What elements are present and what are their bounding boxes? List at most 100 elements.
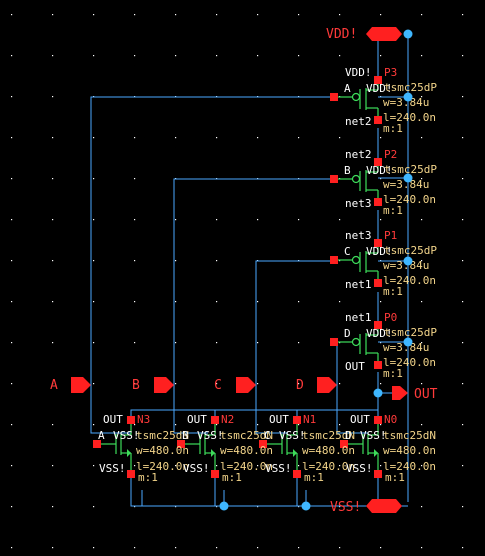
pmos-length-label: l=240.0n [383,356,436,369]
pins: VDD! VSS! A B C D OUT [50,27,438,515]
grid-dot [216,14,218,16]
grid-dot [175,260,177,262]
wire-gate-b-n [173,387,208,434]
pmos-instance-name: P2 [384,148,397,161]
grid-dot [462,55,464,57]
grid-dot [52,424,54,426]
grid-dot [339,506,341,508]
pmos-gate-terminal [330,256,338,264]
pmos-bulk-label: VDD! [366,245,393,258]
grid-dot [298,506,300,508]
grid-dot [421,547,423,549]
pmos-gate-label: D [344,327,351,340]
grid-dot [421,506,423,508]
grid-dot [134,219,136,221]
pin-input-c[interactable] [236,377,256,393]
grid-dot [52,506,54,508]
grid-dot [52,383,54,385]
nmos-n1 [259,416,301,478]
grid-dot [134,14,136,16]
grid-dot [257,424,259,426]
grid-dot [52,342,54,344]
pin-vss[interactable] [366,499,402,513]
nmos-width-label: w=480.0n [136,444,189,457]
pmos-multiplier-label: m:1 [383,122,403,135]
pmos-source-net-label: net1 [345,278,372,291]
pin-output[interactable] [392,386,408,400]
grid-dot [175,55,177,57]
pmos-width-label: w=3.84u [383,341,429,354]
grid-dot [421,178,423,180]
grid-dot [257,342,259,344]
pmos-width-label: w=3.84u [383,96,429,109]
nmos-multiplier-label: m:1 [304,471,324,484]
wire-gate-a-n [90,387,131,434]
grid-dot [134,178,136,180]
pin-input-a[interactable] [71,377,91,393]
pmos-drain-net-label: net3 [345,229,372,242]
grid-dot [134,137,136,139]
grid-dot [257,219,259,221]
junction-dot [403,256,413,266]
grid-dot [462,260,464,262]
pin-input-d[interactable] [317,377,337,393]
grid-dot [93,260,95,262]
pmos-p0 [330,321,382,369]
grid-dot [298,465,300,467]
grid-dot [421,301,423,303]
grid-dot [216,342,218,344]
pmos-multiplier-label: m:1 [383,367,403,380]
grid-dot [93,55,95,57]
grid-dot [175,424,177,426]
grid-dot [52,14,54,16]
nmos-source-net-label: VSS! [346,462,373,475]
grid-dot [11,424,13,426]
nmos-model-label: tsmc25dN [220,429,273,442]
devices [93,76,382,478]
pmos-p2 [330,158,382,206]
pmos-drain-net-label: VDD! [345,66,372,79]
grid-dot [298,342,300,344]
grid-dot [52,219,54,221]
grid-dot [257,383,259,385]
grid-dot [175,301,177,303]
grid-dot [11,219,13,221]
nmos-drain-net-label: OUT [103,413,123,426]
nmos-model-label: tsmc25dN [136,429,189,442]
grid-dot [11,96,13,98]
grid-dot [93,137,95,139]
pin-input-b[interactable] [154,377,174,393]
grid-dot [257,14,259,16]
junction-dot [403,29,413,39]
grid-dot [298,55,300,57]
nmos-drain-net-label: OUT [269,413,289,426]
nmos-bulk-label: VSS! [197,429,224,442]
grid-dot [134,55,136,57]
grid-dot [175,342,177,344]
nmos-source-net-label: VSS! [99,462,126,475]
pin-vdd[interactable] [366,27,402,41]
grid-dot [462,424,464,426]
nmos-drain-terminal [293,416,301,424]
pmos-gate-label: C [344,245,351,258]
nmos-gate-label: B [182,429,189,442]
pmos-gate-terminal [330,175,338,183]
grid-dot [52,465,54,467]
pmos-gate-bubble [351,174,361,184]
wire-gate-d-n [336,387,368,434]
nmos-source-net-label: VSS! [265,462,292,475]
grid-dot [462,178,464,180]
pmos-source-terminal [374,279,382,287]
grid-dot [134,383,136,385]
grid-dot [462,301,464,303]
pmos-model-label: tsmc25dP [384,81,437,94]
grid-dot [421,96,423,98]
pin-vdd-label: VDD! [326,27,357,42]
grid-dot [216,301,218,303]
grid-dot [52,178,54,180]
nmos-source-terminal [211,470,219,478]
grid-dot [462,547,464,549]
pmos-model-label: tsmc25dP [384,326,437,339]
grid-dot [462,465,464,467]
